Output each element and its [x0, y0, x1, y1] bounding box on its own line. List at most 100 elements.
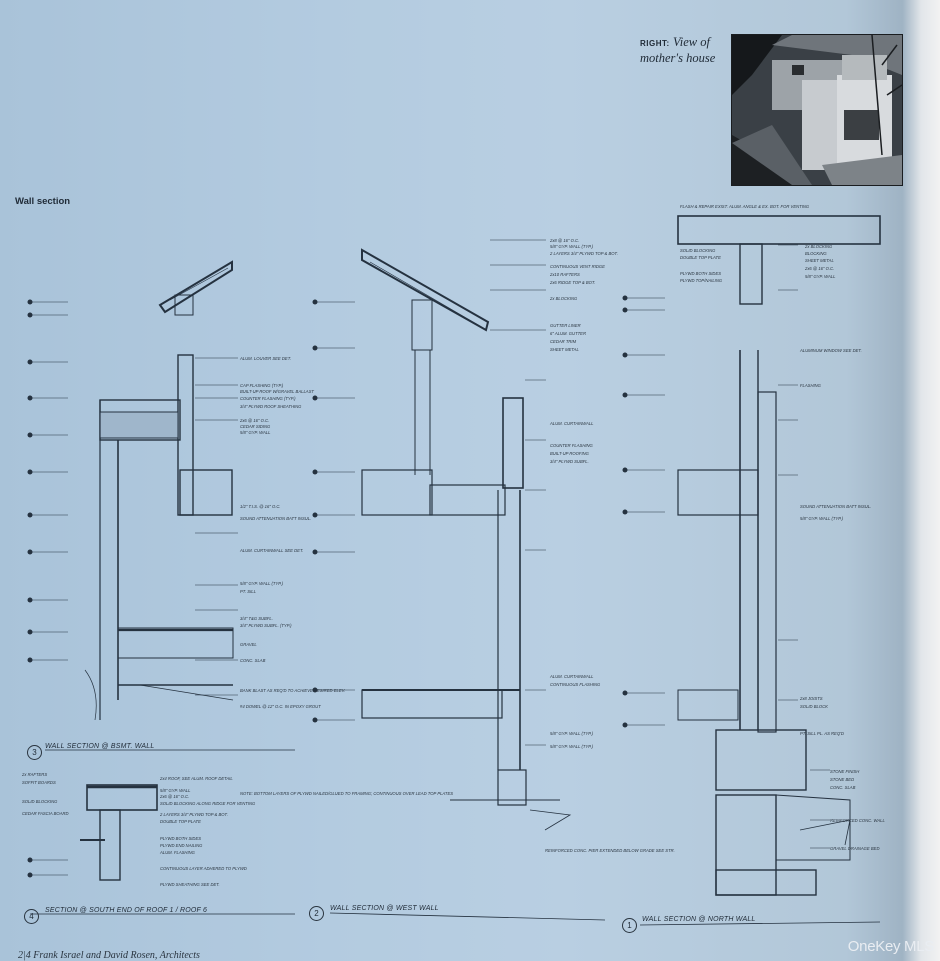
svg-text:SHEET METAL: SHEET METAL [550, 347, 579, 352]
svg-text:5/8" GYP. WALL (TYP.): 5/8" GYP. WALL (TYP.) [550, 244, 594, 249]
svg-text:CONC. SLAB: CONC. SLAB [240, 658, 266, 663]
level-markers [30, 297, 665, 876]
svg-text:2 LAYERS 3/4" PLYWD TOP & BOT.: 2 LAYERS 3/4" PLYWD TOP & BOT. [549, 251, 618, 256]
drawing-number-3: 3 [27, 745, 42, 760]
svg-text:SOLID BLOCK: SOLID BLOCK [800, 704, 828, 709]
svg-text:ALUM. CURTAINWALL SEE DET.: ALUM. CURTAINWALL SEE DET. [239, 548, 303, 553]
watermark: OneKey MLS [847, 938, 935, 955]
svg-text:2x8 @ 16" O.C.: 2x8 @ 16" O.C. [549, 238, 579, 243]
page-footer: 2|4 Frank Israel and David Rosen, Archit… [18, 950, 200, 961]
svg-text:5/8" GYP. WALL (TYP.): 5/8" GYP. WALL (TYP.) [550, 731, 594, 736]
svg-text:FLASH & REPAIR EXIST. ALUM. AN: FLASH & REPAIR EXIST. ALUM. ANGLE & EX. … [680, 204, 810, 209]
svg-text:PT. SILL: PT. SILL [240, 589, 257, 594]
svg-text:5/8" GYP. WALL: 5/8" GYP. WALL [240, 430, 271, 435]
caption-lead: RIGHT: [640, 39, 670, 48]
svg-text:ALUM. CURTAINWALL: ALUM. CURTAINWALL [549, 674, 594, 679]
svg-text:2x8 JOISTS: 2x8 JOISTS [799, 696, 823, 701]
svg-text:GRAVEL: GRAVEL [240, 642, 257, 647]
house-photo [731, 34, 903, 186]
svg-text:DOUBLE TOP PLATE: DOUBLE TOP PLATE [160, 819, 201, 824]
svg-text:5/8" GYP. WALL (TYP.): 5/8" GYP. WALL (TYP.) [240, 581, 284, 586]
svg-text:CEDAR SIDING: CEDAR SIDING [240, 424, 271, 429]
svg-text:SHEET METAL: SHEET METAL [805, 258, 834, 263]
svg-text:REINFORCED CONC. WALL: REINFORCED CONC. WALL [830, 818, 886, 823]
svg-text:3/4" PLYWD SUBFL. (TYP.): 3/4" PLYWD SUBFL. (TYP.) [240, 623, 292, 628]
svg-text:NOTE: BOTTOM LAYERS OF PLYWD N: NOTE: BOTTOM LAYERS OF PLYWD NAILED/GLUE… [240, 791, 453, 796]
svg-text:3/4" T&G SUBFL.: 3/4" T&G SUBFL. [240, 616, 273, 621]
svg-text:FLASHING: FLASHING [800, 383, 822, 388]
svg-text:PLYWD TOP/NAILING: PLYWD TOP/NAILING [680, 278, 723, 283]
svg-text:BUILT-UP ROOF W/GRAVEL BALLAST: BUILT-UP ROOF W/GRAVEL BALLAST [240, 389, 314, 394]
caption-line1: View of [673, 35, 710, 49]
svg-text:STONE BED: STONE BED [830, 777, 854, 782]
svg-text:2x4 ROOF, SEE ALUM. ROOF DETAI: 2x4 ROOF, SEE ALUM. ROOF DETAIL [159, 776, 233, 781]
drawing-2-linework [361, 248, 572, 831]
svg-text:2x6 RIDGE TOP & BOT.: 2x6 RIDGE TOP & BOT. [549, 280, 595, 285]
svg-text:COUNTER FLASHING (TYP.): COUNTER FLASHING (TYP.) [240, 396, 296, 401]
svg-text:PLYWD BOTH SIDES: PLYWD BOTH SIDES [680, 271, 721, 276]
svg-text:ALUM. CURTAINWALL: ALUM. CURTAINWALL [549, 421, 594, 426]
drawing-title-2: WALL SECTION @ WEST WALL [330, 905, 439, 912]
svg-text:BLOCKING: BLOCKING [805, 251, 827, 256]
drawing-title-3: WALL SECTION @ BSMT. WALL [45, 743, 155, 750]
svg-text:CONTINUOUS VENT RIDGE: CONTINUOUS VENT RIDGE [550, 264, 605, 269]
level-marker-symbols [27, 295, 628, 878]
svg-text:CONTINUOUS FLASHING: CONTINUOUS FLASHING [550, 682, 601, 687]
caption-line2: mother's house [640, 51, 716, 65]
svg-text:SOLID BLOCKING: SOLID BLOCKING [22, 799, 58, 804]
svg-text:2x6 @ 16" O.C.: 2x6 @ 16" O.C. [159, 794, 189, 799]
svg-text:ALUMINUM WINDOW SEE DET.: ALUMINUM WINDOW SEE DET. [799, 348, 862, 353]
drawing-title-1: WALL SECTION @ NORTH WALL [642, 916, 756, 923]
drawing-3-linework [84, 260, 234, 721]
svg-text:2x6 @ 16" O.C.: 2x6 @ 16" O.C. [239, 418, 269, 423]
drawing-number-2: 2 [309, 906, 324, 921]
svg-text:2 LAYERS 3/4" PLYWD TOP & BOT.: 2 LAYERS 3/4" PLYWD TOP & BOT. [159, 812, 228, 817]
svg-text:SOFFIT BOARDS: SOFFIT BOARDS [22, 780, 56, 785]
svg-text:SOLID BLOCKING ALONG RIDGE FOR: SOLID BLOCKING ALONG RIDGE FOR VENTING [160, 801, 256, 806]
photo-caption: RIGHT: View of mother's house [640, 35, 730, 66]
drawing-number-1: 1 [622, 918, 637, 933]
svg-text:5/8" GYP. WALL: 5/8" GYP. WALL [160, 788, 191, 793]
svg-text:PLYWD END NAILING: PLYWD END NAILING [160, 843, 203, 848]
drawing-4-linework [80, 784, 158, 881]
svg-text:3/4" PLYWD ROOF SHEATHING: 3/4" PLYWD ROOF SHEATHING [240, 404, 302, 409]
svg-text:PLYWD BOTH SIDES: PLYWD BOTH SIDES [160, 836, 201, 841]
svg-text:GRAVEL DRAINAGE BED: GRAVEL DRAINAGE BED [830, 846, 880, 851]
svg-text:BUILT-UP ROOFING: BUILT-UP ROOFING [550, 451, 590, 456]
house-photo-image [732, 35, 902, 185]
svg-text:5/8" GYP. WALL (TYP.): 5/8" GYP. WALL (TYP.) [550, 744, 594, 749]
drawing-title-4: SECTION @ SOUTH END OF ROOF 1 / ROOF 6 [45, 907, 208, 914]
svg-text:SOLID BLOCKING: SOLID BLOCKING [680, 248, 716, 253]
svg-text:2x10 RAFTERS: 2x10 RAFTERS [549, 272, 580, 277]
svg-text:CEDAR FASCIA BOARD: CEDAR FASCIA BOARD [22, 811, 69, 816]
svg-text:5/8" GYP. WALL: 5/8" GYP. WALL [805, 274, 836, 279]
svg-text:DOUBLE TOP PLATE: DOUBLE TOP PLATE [680, 255, 721, 260]
svg-text:CAP FLASHING (TYP.): CAP FLASHING (TYP.) [240, 383, 284, 388]
drawing-number-4: 4 [24, 909, 39, 924]
note-d3: ALUM. LOUVER SEE DET. [239, 356, 291, 361]
svg-text:CONTINUOUS LAYER ADHERED TO PL: CONTINUOUS LAYER ADHERED TO PLYWD [160, 866, 247, 871]
svg-text:REINFORCED CONC. PIER EXTENDED: REINFORCED CONC. PIER EXTENDED BELOW GRA… [545, 848, 675, 853]
svg-text:3/4" PLYWD SUBFL.: 3/4" PLYWD SUBFL. [550, 459, 589, 464]
svg-text:SOUND ATTENUATION BATT INSUL.: SOUND ATTENUATION BATT INSUL. [240, 516, 311, 521]
svg-text:CEDAR TRIM: CEDAR TRIM [550, 339, 577, 344]
svg-text:CONC. SLAB: CONC. SLAB [830, 785, 856, 790]
svg-text:PLYWD SHEATHING SEE DET.: PLYWD SHEATHING SEE DET. [160, 882, 220, 887]
svg-text:ALUM. FLASHING: ALUM. FLASHING [159, 850, 196, 855]
svg-text:STONE FINISH: STONE FINISH [830, 769, 860, 774]
svg-text:COUNTER FLASHING: COUNTER FLASHING [550, 443, 594, 448]
svg-text:6" ALUM. GUTTER: 6" ALUM. GUTTER [550, 331, 586, 336]
svg-text:SOUND ATTENUATION BATT INSUL.: SOUND ATTENUATION BATT INSUL. [800, 504, 871, 509]
svg-text:2x6 @ 16" O.C.: 2x6 @ 16" O.C. [804, 266, 834, 271]
svg-text:1/2" T.I.S. @ 16" O.C.: 1/2" T.I.S. @ 16" O.C. [240, 504, 281, 509]
svg-text:#4 DOWEL @ 12" O.C. IN EPOXY G: #4 DOWEL @ 12" O.C. IN EPOXY GROUT [240, 704, 321, 709]
svg-text:BANK BLAST AS REQ'D TO ACHIEVE: BANK BLAST AS REQ'D TO ACHIEVE DESIRED E… [240, 688, 346, 693]
page-heading: Wall section [15, 196, 71, 207]
svg-text:2x BLOCKING: 2x BLOCKING [804, 244, 833, 249]
svg-text:2x RAFTERS: 2x RAFTERS [21, 772, 47, 777]
svg-text:PT. SILL PL. AS REQ'D: PT. SILL PL. AS REQ'D [800, 731, 844, 736]
svg-text:5/8" GYP. WALL (TYP.): 5/8" GYP. WALL (TYP.) [800, 516, 844, 521]
svg-text:2x BLOCKING: 2x BLOCKING [549, 296, 578, 301]
svg-text:GUTTER LINER: GUTTER LINER [550, 323, 581, 328]
